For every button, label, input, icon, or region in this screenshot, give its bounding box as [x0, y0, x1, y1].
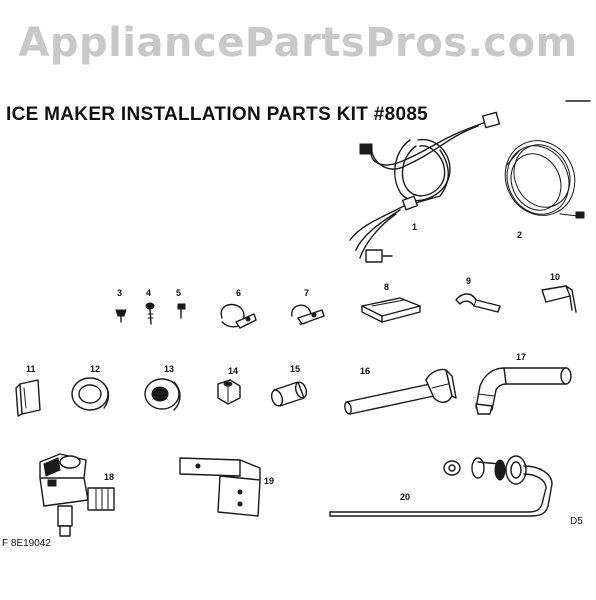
part-label-16: 16 — [360, 366, 370, 376]
part-label-17: 17 — [516, 352, 526, 362]
wire-harness-icon — [349, 111, 501, 263]
part-label-20: 20 — [400, 492, 410, 502]
water-tubing-coil-icon — [504, 140, 585, 219]
bracket-icon — [541, 285, 577, 313]
watermark: AppliancePartsPros.com — [18, 20, 578, 66]
part-label-9: 9 — [466, 276, 471, 286]
clip-icon — [455, 293, 501, 313]
fill-tube-icon — [344, 368, 457, 415]
nut-icon — [217, 379, 241, 405]
part-label-7: 7 — [304, 288, 309, 298]
part-label-19: 19 — [264, 476, 274, 486]
part-label-18: 18 — [104, 472, 114, 482]
footer-right-code: D5 — [570, 516, 583, 527]
part-label-8: 8 — [384, 282, 389, 292]
elbow-tube-icon — [475, 367, 572, 415]
bracket-icon — [15, 379, 41, 417]
part-label-14: 14 — [228, 366, 238, 376]
mounting-bracket-icon — [179, 457, 261, 517]
part-label-11: 11 — [26, 364, 36, 374]
saddle-valve-icon — [329, 455, 553, 517]
screw-icon — [115, 309, 127, 323]
clamp-icon — [291, 304, 325, 325]
grommet-icon — [71, 377, 110, 411]
part-label-6: 6 — [236, 288, 241, 298]
part-label-2: 2 — [517, 230, 522, 240]
sleeve-icon — [270, 381, 308, 407]
part-label-5: 5 — [176, 288, 181, 298]
part-label-1: 1 — [412, 222, 417, 232]
part-label-3: 3 — [117, 288, 122, 298]
part-label-15: 15 — [290, 364, 300, 374]
part-label-12: 12 — [90, 364, 100, 374]
clamp-icon — [220, 303, 257, 329]
grommet-icon — [144, 378, 181, 411]
footer-left-code: F 8E19042 — [2, 538, 51, 549]
part-label-4: 4 — [146, 288, 151, 298]
water-valve-icon — [39, 453, 115, 537]
screw-icon — [145, 302, 155, 325]
bracket-icon — [361, 297, 421, 323]
screw-icon — [177, 303, 186, 319]
part-label-10: 10 — [550, 272, 560, 282]
part-label-13: 13 — [164, 364, 174, 374]
page-title: ICE MAKER INSTALLATION PARTS KIT #8085 — [6, 104, 429, 125]
